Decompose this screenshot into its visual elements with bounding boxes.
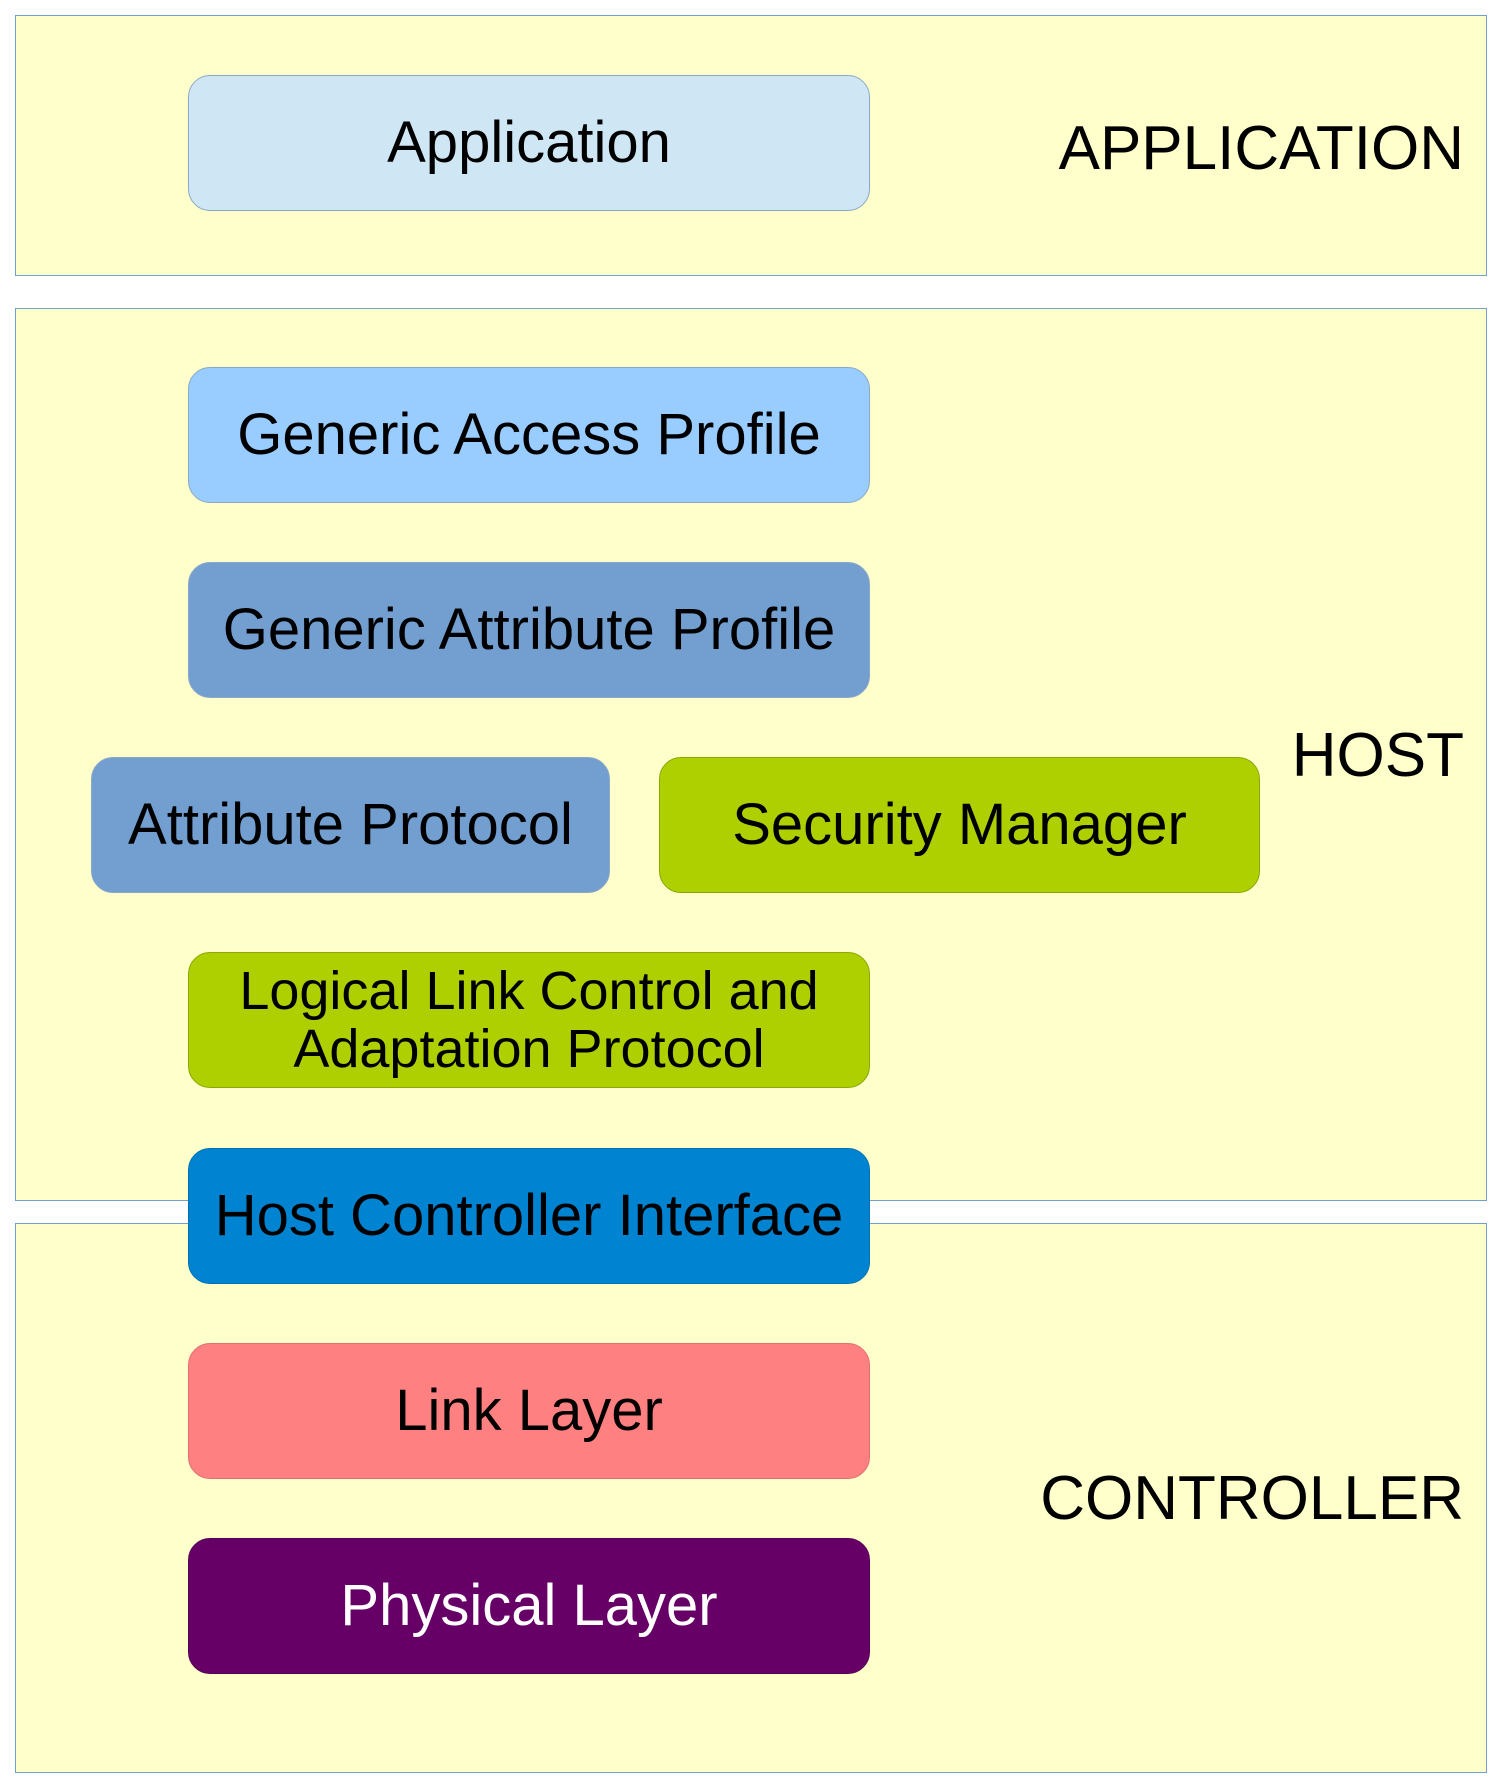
attribute-protocol-block: Attribute Protocol <box>91 757 610 893</box>
generic-attribute-profile-block: Generic Attribute Profile <box>188 562 870 698</box>
security-manager-block: Security Manager <box>659 757 1260 893</box>
generic-access-profile-block: Generic Access Profile <box>188 367 870 503</box>
link-layer-block: Link Layer <box>188 1343 870 1479</box>
application-block: Application <box>188 75 870 211</box>
l2cap-block: Logical Link Control and Adaptation Prot… <box>188 952 870 1088</box>
controller-region-label: CONTROLLER <box>1040 1464 1464 1533</box>
controller-region <box>15 1223 1487 1773</box>
host-region-label: HOST <box>1291 721 1464 790</box>
host-controller-interface-block: Host Controller Interface <box>188 1148 870 1284</box>
physical-layer-block: Physical Layer <box>188 1538 870 1674</box>
application-region-label: APPLICATION <box>1058 114 1464 183</box>
